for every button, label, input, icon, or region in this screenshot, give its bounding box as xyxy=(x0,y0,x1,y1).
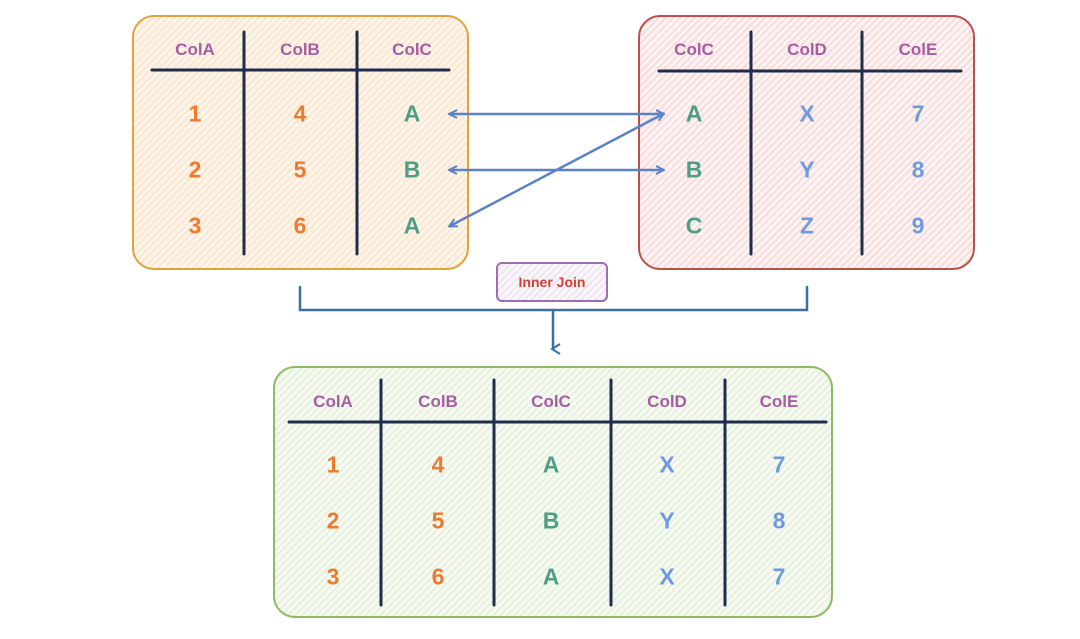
table-cell: 4 xyxy=(293,100,307,127)
table-cell: Y xyxy=(799,156,815,183)
column-header: ColD xyxy=(787,40,827,59)
column-header: ColE xyxy=(898,40,938,59)
column-header: ColC xyxy=(674,40,714,59)
join-label-box xyxy=(496,262,608,302)
left-table-box xyxy=(132,15,469,270)
table-cell: A xyxy=(403,100,421,127)
table-cell: 5 xyxy=(293,156,307,183)
column-header: ColD xyxy=(647,392,687,411)
table-cell: 7 xyxy=(772,451,786,478)
column-header: ColE xyxy=(759,392,799,411)
table-cell: C xyxy=(685,212,703,239)
column-header: ColC xyxy=(531,392,571,411)
table-cell: 7 xyxy=(911,100,925,127)
column-header: ColC xyxy=(392,40,432,59)
table-cell: 1 xyxy=(188,100,202,127)
table-cell: 3 xyxy=(326,563,340,590)
table-cell: 8 xyxy=(911,156,925,183)
table-cell: A xyxy=(542,451,560,478)
table-cell: B xyxy=(685,156,703,183)
table-cell: 3 xyxy=(188,212,202,239)
table-cell: 1 xyxy=(326,451,340,478)
match-arrow xyxy=(450,114,663,226)
table-cell: Z xyxy=(799,212,815,239)
column-header: ColB xyxy=(280,40,320,59)
table-cell: X xyxy=(659,563,675,590)
table-cell: A xyxy=(403,212,421,239)
table-cell: A xyxy=(685,100,703,127)
table-cell: X xyxy=(799,100,815,127)
result-table-box xyxy=(273,366,833,618)
table-cell: 5 xyxy=(431,507,445,534)
table-cell: 8 xyxy=(772,507,786,534)
column-header: ColA xyxy=(313,392,353,411)
table-cell: 4 xyxy=(431,451,445,478)
right-table-box xyxy=(638,15,975,270)
column-header: ColB xyxy=(418,392,458,411)
table-cell: 6 xyxy=(431,563,445,590)
table-cell: 2 xyxy=(188,156,202,183)
table-cell: A xyxy=(542,563,560,590)
table-cell: 6 xyxy=(293,212,307,239)
column-header: ColA xyxy=(175,40,215,59)
join-label: Inner Join xyxy=(518,274,586,290)
table-cell: Y xyxy=(659,507,675,534)
table-cell: B xyxy=(403,156,421,183)
table-cell: B xyxy=(542,507,560,534)
table-cell: 7 xyxy=(772,563,786,590)
table-cell: X xyxy=(659,451,675,478)
table-cell: 9 xyxy=(911,212,925,239)
table-cell: 2 xyxy=(326,507,340,534)
